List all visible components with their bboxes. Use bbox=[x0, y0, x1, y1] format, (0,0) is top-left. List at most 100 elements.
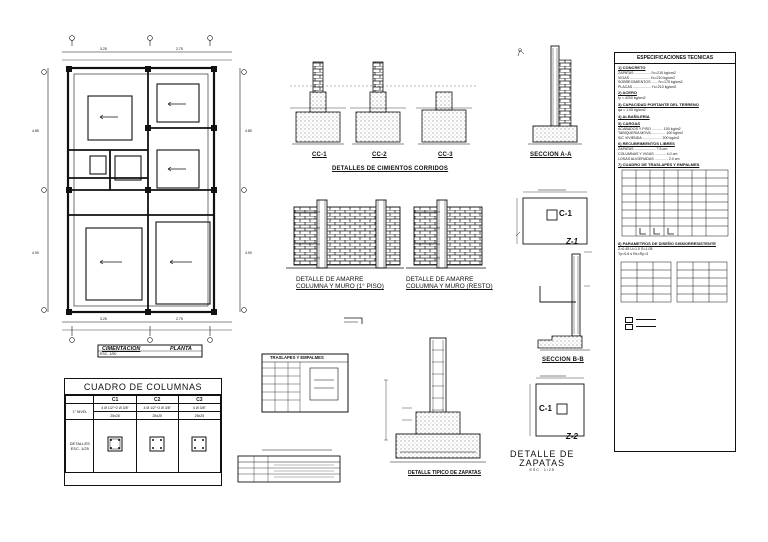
c1-section-icon bbox=[107, 436, 123, 451]
spec-cover-2: COLUMNAS Y VIGAS ........... 4.0 cm bbox=[618, 151, 678, 156]
row-label-detalles: DETALLES ESC. 1/25 bbox=[64, 419, 95, 473]
plan-label-box bbox=[97, 344, 203, 358]
specs-panel: ESPECIFICACIONES TECNICAS 1) CONCRETO ZA… bbox=[614, 52, 736, 452]
seccion-aa-detail bbox=[517, 45, 582, 145]
cc2-label: CC-2 bbox=[372, 152, 387, 158]
svg-text:4.90: 4.90 bbox=[32, 251, 39, 255]
amarre1-line1: DETALLE DE AMARRE bbox=[296, 276, 364, 283]
columns-table-title: CUADRO DE COLUMNAS bbox=[65, 379, 221, 395]
cc1-label: CC-1 bbox=[312, 152, 327, 158]
zapatas-line2: ZAPATAS bbox=[519, 458, 566, 468]
legend-line-1 bbox=[636, 319, 656, 321]
spec-load-1: ACABADOS Y PISO ........... 100 kg/m2 bbox=[618, 126, 681, 131]
spec-section-concreto: 1) CONCRETO bbox=[618, 65, 646, 70]
plan-scale: ESC. 1/50 bbox=[100, 352, 117, 356]
zapata-tipico-detail bbox=[384, 337, 486, 463]
spec-steel-1: fy = 4200 kg/cm2 bbox=[618, 96, 646, 101]
col-header-c1: C1 bbox=[93, 395, 137, 404]
traslapes-title: TRASLAPES Y EMPALMES bbox=[270, 355, 324, 360]
spec-section-suelo: 3) CAPACIDAD PORTANTE DEL TERRENO bbox=[618, 101, 699, 107]
c3-size: 25x25 bbox=[177, 411, 222, 420]
zapatas-scale: ESC. 1/25 bbox=[529, 468, 555, 472]
c3-section-icon bbox=[191, 436, 207, 451]
spec-concrete-2: VIGAS .................... f'c=210 kg/cm… bbox=[618, 75, 676, 80]
amarre-details bbox=[286, 199, 486, 324]
spec-concrete-3: SOBRECIMIENTOS ...... f'c=175 kg/cm2 bbox=[618, 80, 683, 85]
c2-section-drawing bbox=[135, 419, 179, 473]
svg-text:4.85: 4.85 bbox=[245, 129, 252, 133]
col-header-c3: C3 bbox=[177, 395, 222, 404]
svg-text:3.25: 3.25 bbox=[100, 47, 107, 51]
foundation-plan: 3.25 2.75 3.25 2.75 4.85 4.90 4.85 4.90 bbox=[32, 35, 252, 343]
c1-label-top: C-1 bbox=[559, 209, 572, 218]
detalles-scale: ESC. 1/25 bbox=[70, 446, 89, 451]
zapata-tipico-title: DETALLE TIPICO DE ZAPATAS bbox=[408, 470, 481, 476]
columns-grid: C1 C2 C3 1° NIVEL 4 Ø 1/2"+2 Ø 3/8" 4 Ø … bbox=[64, 395, 222, 473]
c3-rebar: 4 Ø 3/8" bbox=[177, 403, 222, 412]
c2-size: 25x25 bbox=[135, 411, 179, 420]
legend-box-1 bbox=[625, 316, 633, 323]
spec-load-3: S/C VIVIENDA ................... 200 kg/… bbox=[618, 135, 680, 140]
z2-label: Z-2 bbox=[566, 432, 578, 441]
c2-section-icon bbox=[149, 436, 165, 451]
c1-rebar: 4 Ø 1/2"+2 Ø 3/8" bbox=[93, 403, 137, 412]
c2-rebar: 4 Ø 1/2"+2 Ø 3/8" bbox=[135, 403, 179, 412]
amarre1-line2: COLUMNA Y MURO (1° PISO) bbox=[296, 283, 384, 290]
zapatas-title: DETALLE DE ZAPATAS ESC. 1/25 bbox=[510, 450, 574, 473]
cc3-label: CC-3 bbox=[438, 152, 453, 158]
zapata-z1-plan bbox=[515, 189, 588, 245]
traslapes-table bbox=[261, 353, 349, 413]
seccion-aa-label: SECCION A-A bbox=[530, 152, 572, 158]
spec-section-traslapes: 7) CUADRO DE TRASLAPES Y EMPALMES bbox=[618, 162, 700, 168]
seccion-bb-label: SECCION B-B bbox=[542, 357, 584, 363]
amarre2-line2: COLUMNA Y MURO (RESTO) bbox=[406, 283, 493, 290]
c1-section-drawing bbox=[93, 419, 137, 473]
c1-label-bottom: C-1 bbox=[539, 404, 552, 413]
spec-seismic-2: Tp=0.6 s Rx=Ry=3 bbox=[618, 251, 649, 256]
spec-seismic-grid bbox=[620, 262, 728, 303]
amarre2-title: DETALLE DE AMARRE COLUMNA Y MURO (RESTO) bbox=[406, 276, 493, 290]
seccion-bb-detail bbox=[537, 251, 592, 351]
plan-label: CIMENTACION bbox=[102, 346, 141, 352]
legend-line-2 bbox=[636, 326, 656, 328]
legend-row-1 bbox=[625, 316, 735, 323]
col-header-c2: C2 bbox=[135, 395, 179, 404]
c1-size: 25x25 bbox=[93, 411, 137, 420]
svg-text:2.75: 2.75 bbox=[176, 47, 183, 51]
columns-table: CUADRO DE COLUMNAS C1 C2 C3 1° NIVEL 4 Ø… bbox=[64, 378, 222, 486]
spec-cover-1: ZAPATAS ..................... 7.5 cm bbox=[618, 147, 668, 152]
c3-section-drawing bbox=[177, 419, 222, 473]
spec-section-recubrimientos: 6) RECUBRIMIENTOS LIBRES bbox=[618, 141, 675, 147]
plan-sublabel: PLANTA bbox=[170, 346, 192, 352]
spec-concrete-1: ZAPATAS ................ f'c=210 kg/cm2 bbox=[618, 71, 676, 75]
spec-soil-1: qa = 1.00 kg/cm2 bbox=[618, 107, 646, 112]
svg-text:3.25: 3.25 bbox=[100, 317, 107, 321]
spec-legend bbox=[625, 316, 735, 330]
spec-traslapes-grid bbox=[621, 169, 729, 237]
spec-cover-3: LOSAS ALIGERADAS ............. 2.0 cm bbox=[618, 156, 680, 161]
amarre1-title: DETALLE DE AMARRE COLUMNA Y MURO (1° PIS… bbox=[296, 276, 384, 290]
spec-concrete-4: PLACAS .................. f'c=210 kg/cm2 bbox=[618, 84, 677, 89]
specs-title: ESPECIFICACIONES TECNICAS bbox=[615, 53, 735, 64]
spec-section-albanileria: 4) ALBAÑILERIA bbox=[618, 113, 650, 119]
svg-text:4.90: 4.90 bbox=[245, 251, 252, 255]
detalles-label: DETALLES bbox=[69, 441, 90, 446]
svg-text:2.75: 2.75 bbox=[176, 317, 183, 321]
amarre2-line1: DETALLE DE AMARRE bbox=[406, 276, 474, 283]
spec-section-acero: 2) ACERO bbox=[618, 90, 637, 96]
zapata-z2-plan bbox=[529, 375, 585, 437]
spec-seismic-1: Z=0.45 U=1.0 S=1.05 bbox=[618, 247, 653, 252]
zapatas-line1: DETALLE DE bbox=[510, 449, 575, 459]
corridos-title: DETALLES DE CIMIENTOS CORRIDOS bbox=[332, 166, 449, 172]
stirrups-table bbox=[237, 449, 341, 483]
legend-box-2 bbox=[625, 323, 633, 330]
z1-label: Z-1 bbox=[566, 237, 578, 246]
spec-load-2: TABIQUERIA MOVIL ............. 100 kg/m2 bbox=[618, 131, 684, 136]
spec-section-sismo: 8) PARAMETROS DE DISEÑO SISMORRESISTENTE bbox=[618, 241, 716, 247]
spec-section-cargas: 5) CARGAS bbox=[618, 120, 641, 126]
svg-text:4.85: 4.85 bbox=[32, 129, 39, 133]
row-label-nivel: 1° NIVEL bbox=[64, 403, 95, 420]
cimientos-corridos-details bbox=[290, 61, 478, 145]
legend-row-2 bbox=[625, 323, 735, 330]
